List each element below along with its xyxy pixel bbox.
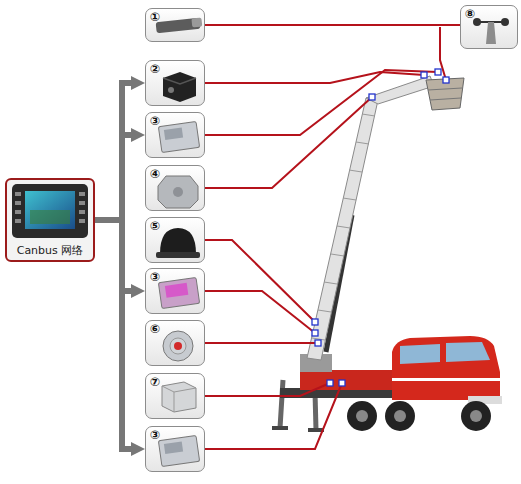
component-box: ⑦ xyxy=(145,373,205,419)
screen-graphic xyxy=(30,210,70,224)
callout-number: ⑦ xyxy=(150,375,160,389)
leader-line xyxy=(205,383,330,396)
network-label: Canbus 网络 xyxy=(7,244,93,257)
display-screen xyxy=(25,191,75,229)
controller-module-icon xyxy=(158,121,199,152)
switch-box-icon xyxy=(162,382,196,412)
leader-line xyxy=(205,72,424,83)
outrigger xyxy=(315,392,316,430)
junction-box-icon xyxy=(158,176,198,208)
leader-line xyxy=(205,240,315,322)
rescue-basket xyxy=(426,78,464,110)
outrigger xyxy=(280,380,283,428)
component-box: ④ xyxy=(145,165,205,211)
bumper xyxy=(468,396,502,404)
wheel xyxy=(347,401,377,431)
leader-line xyxy=(205,383,342,449)
component-box: ⑧ xyxy=(460,5,518,49)
callout-number: ⑤ xyxy=(150,219,160,233)
outrigger-pad xyxy=(272,426,288,430)
outrigger-pad xyxy=(308,428,324,432)
fire-truck xyxy=(272,76,502,432)
leader-line xyxy=(205,291,315,333)
wheel xyxy=(461,401,491,431)
display-buttons xyxy=(15,192,85,223)
component-box: ③ xyxy=(145,426,205,472)
component-box: ① xyxy=(145,8,205,42)
upper-boom xyxy=(366,76,434,104)
leader-line xyxy=(205,97,372,188)
callout-number: ① xyxy=(150,10,160,24)
component-box: ③ xyxy=(145,112,205,158)
turntable xyxy=(300,354,332,372)
mount-points xyxy=(312,69,449,386)
cab-window xyxy=(446,342,490,362)
angle-sensor-icon xyxy=(163,72,196,102)
wheel xyxy=(385,401,415,431)
canbus-display: Canbus 网络 xyxy=(5,178,95,262)
display-device xyxy=(12,184,88,238)
callout-number: ④ xyxy=(150,167,160,181)
chassis xyxy=(280,388,500,398)
bus-connector xyxy=(95,135,133,220)
bus-connector xyxy=(95,83,133,220)
ladder-boom xyxy=(307,98,378,360)
truck-cab xyxy=(392,336,500,400)
callout-number: ② xyxy=(150,62,160,76)
leader-line xyxy=(205,342,318,344)
callout-number: ⑥ xyxy=(150,322,160,336)
sensor-bar-icon xyxy=(156,18,203,34)
controller-module-icon xyxy=(158,277,199,308)
callout-number: ⑧ xyxy=(465,7,475,21)
encoder-icon xyxy=(163,331,193,361)
anemometer-icon xyxy=(473,18,509,44)
ladder-rungs xyxy=(312,114,375,340)
component-box: ⑤ xyxy=(145,217,205,263)
bus-connector xyxy=(95,220,133,291)
display-frame xyxy=(12,184,88,238)
leader-line xyxy=(440,27,446,80)
leader-connector xyxy=(205,24,460,26)
callout-number: ③ xyxy=(150,114,160,128)
leader-lines xyxy=(205,27,446,449)
truck-body xyxy=(300,370,394,390)
component-box: ③ xyxy=(145,268,205,314)
leader-line xyxy=(205,70,438,135)
cab-window xyxy=(400,344,440,364)
component-box: ⑥ xyxy=(145,320,205,366)
callout-number: ③ xyxy=(150,270,160,284)
hydraulic-cylinder xyxy=(326,215,352,352)
component-box: ② xyxy=(145,60,205,106)
bus-connector xyxy=(95,220,133,449)
cab-stripe xyxy=(392,378,500,381)
dome-sensor-icon xyxy=(156,228,200,258)
controller-module-icon xyxy=(158,435,199,466)
callout-number: ③ xyxy=(150,428,160,442)
